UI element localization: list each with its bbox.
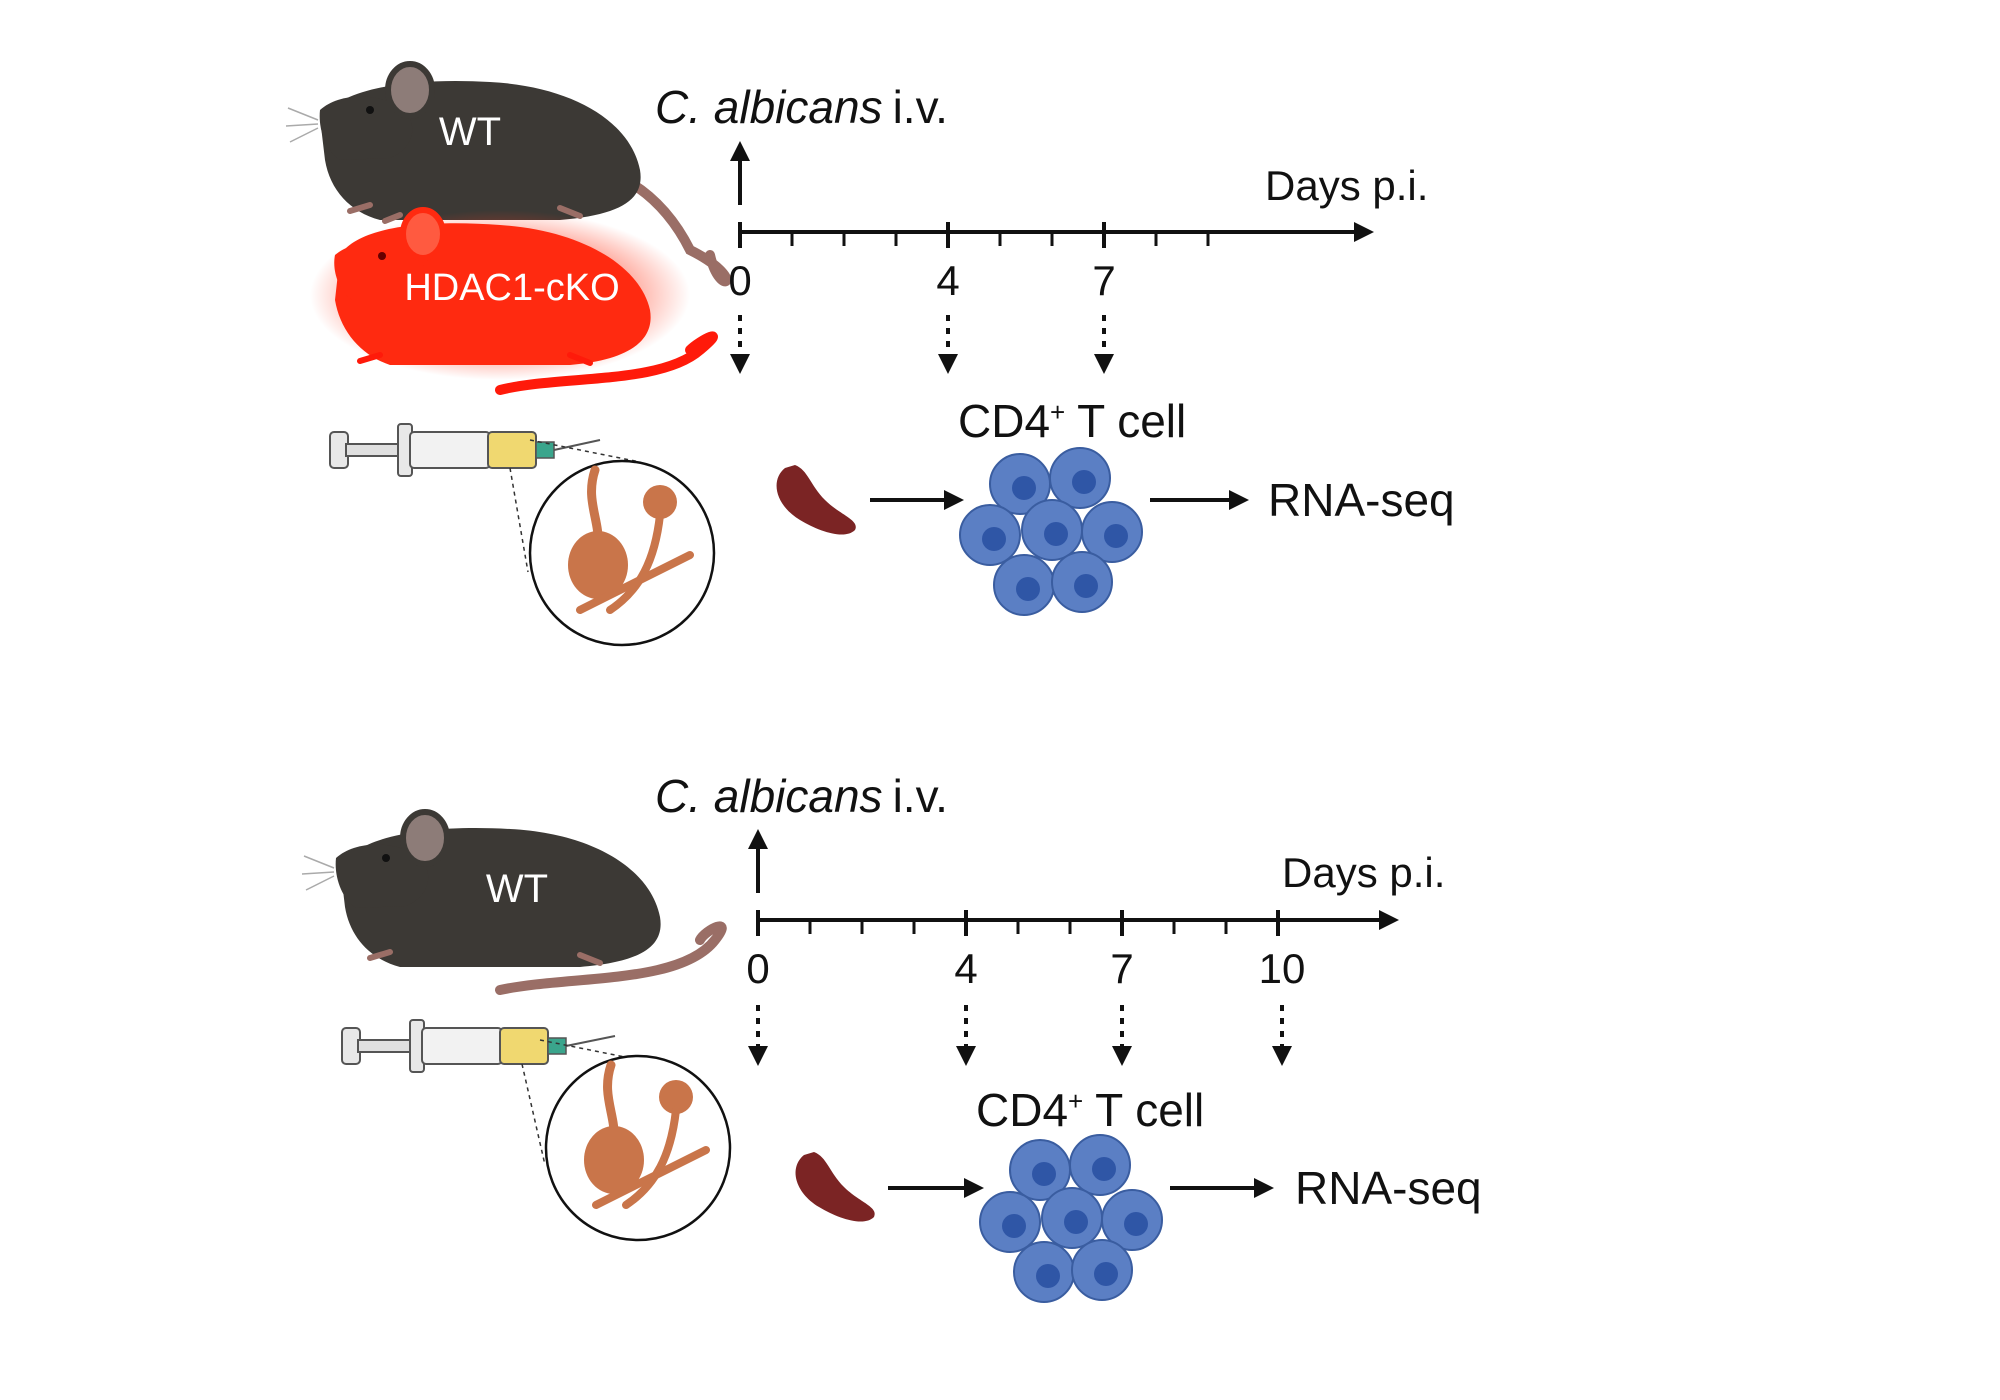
timepoint-4: 4 [936,257,959,304]
timeline-ticks [756,910,1280,936]
candida-inset [544,1054,732,1242]
timeline-ticks [738,222,1210,248]
cell-label: CD4+ T cell [958,395,1186,447]
timepoint-10: 10 [1259,945,1306,992]
mouse-label-cko: HDAC1-cKO [404,267,619,309]
cell-label: CD4+ T cell [976,1084,1204,1136]
mouse-eye [366,106,374,114]
cd4-cell-cluster [979,1134,1163,1303]
spleen-icon [795,1152,875,1222]
timepoint-0: 0 [728,257,751,304]
axis-label: Days p.i. [1265,162,1428,209]
timepoint-4: 4 [954,945,977,992]
panel-1: WT HDAC1-cKO [285,61,1455,647]
syringe-icon [329,423,601,477]
mouse-label-wt: WT [439,110,501,154]
cd4-cell-cluster [959,447,1143,616]
readout-label: RNA-seq [1268,474,1455,526]
mouse-ear [385,61,435,119]
timepoint-7: 7 [1110,945,1133,992]
timepoint-0: 0 [746,945,769,992]
mouse-head [319,96,413,160]
spleen-icon [776,465,856,535]
readout-label: RNA-seq [1295,1162,1482,1214]
timepoint-7: 7 [1092,257,1115,304]
wt-mouse: WT [301,809,727,995]
hdac1-cko-mouse: HDAC1-cKO [310,207,718,395]
syringe-icon [341,1019,616,1073]
mouse-label-wt: WT [486,867,548,911]
wt-mouse: WT [285,61,732,287]
axis-label: Days p.i. [1282,849,1445,896]
candida-inset [528,459,716,647]
